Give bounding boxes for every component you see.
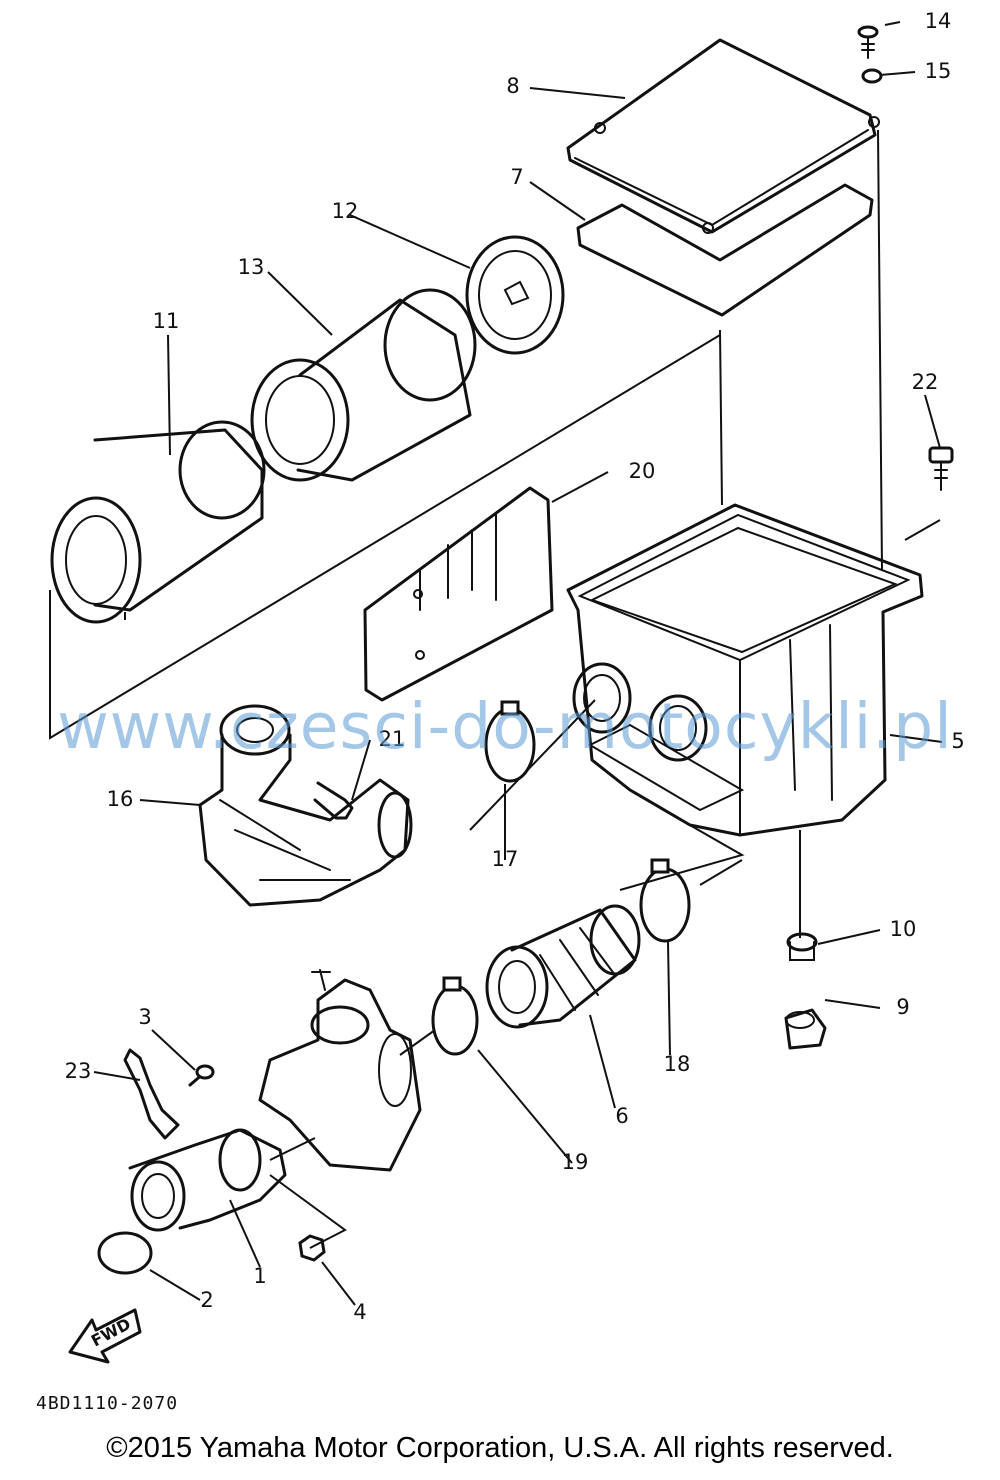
callout-8: 8	[506, 74, 519, 98]
assembly-lines	[49, 129, 941, 1249]
joint-screw	[188, 1064, 215, 1087]
airbox-case	[566, 503, 924, 837]
callout-10: 10	[890, 917, 917, 941]
cover-screw	[857, 25, 879, 59]
callout-18: 18	[664, 1052, 691, 1076]
callout-22: 22	[912, 370, 939, 394]
drain-clip	[786, 932, 818, 961]
element-cap	[465, 235, 565, 355]
air-filter-element	[250, 288, 477, 482]
callout-7: 7	[510, 165, 523, 189]
hose-guide	[123, 1048, 180, 1140]
intake-manifold	[128, 1128, 287, 1232]
cover-washer	[861, 68, 883, 84]
fwd-label: FWD	[88, 1314, 134, 1350]
callout-14: 14	[925, 9, 952, 33]
cover-gasket	[576, 183, 874, 317]
plug	[97, 1231, 153, 1275]
callout-3: 3	[138, 1005, 151, 1029]
watermark: www.czesci-do-motocykli.pl	[57, 690, 953, 763]
heat-protector-plate	[363, 486, 554, 702]
copyright-notice: ©2015 Yamaha Motor Corporation, U.S.A. A…	[106, 1432, 894, 1464]
callout-4: 4	[353, 1300, 366, 1324]
carburetor	[258, 969, 422, 1172]
callout-labels: 1 2 3 4 5 6 7 8 9 10 11 12 13 14 15 16 1…	[65, 9, 965, 1324]
callout-6: 6	[615, 1104, 628, 1128]
catalog-code: 4BD1110-2070	[36, 1393, 179, 1414]
carburetor-joint	[485, 904, 641, 1029]
callout-23: 23	[65, 1059, 92, 1083]
clamp-17	[484, 700, 536, 783]
callout-17: 17	[492, 847, 519, 871]
intake-joint	[198, 704, 413, 907]
callout-12: 12	[332, 199, 359, 223]
drain-hose	[784, 1008, 827, 1050]
breather-hose	[313, 781, 354, 820]
callout-16: 16	[107, 787, 134, 811]
callout-9: 9	[896, 995, 909, 1019]
callout-13: 13	[238, 255, 265, 279]
clamp-18	[639, 858, 691, 943]
callout-5: 5	[951, 729, 964, 753]
callout-11: 11	[153, 309, 180, 333]
callout-2: 2	[200, 1288, 213, 1312]
element-guide	[50, 420, 266, 624]
airbox-bolt	[928, 446, 954, 491]
callout-21: 21	[379, 727, 406, 751]
forward-direction-arrow: FWD	[68, 1308, 142, 1364]
callout-19: 19	[562, 1150, 589, 1174]
callout-20: 20	[629, 459, 656, 483]
clamp-19	[431, 976, 479, 1056]
callout-1: 1	[253, 1264, 266, 1288]
airbox-cover	[566, 38, 880, 234]
leader-lines	[93, 21, 943, 1306]
callout-15: 15	[925, 59, 952, 83]
